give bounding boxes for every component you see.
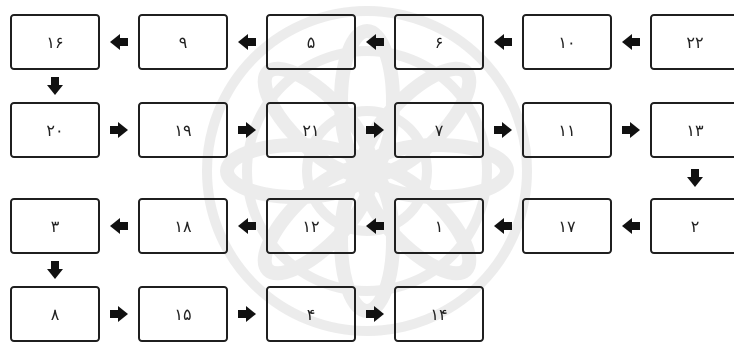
connector-arrow xyxy=(109,216,129,236)
connector-arrow-down xyxy=(45,76,65,96)
flow-node: ۵ xyxy=(266,14,356,70)
flow-node: ۱۷ xyxy=(522,198,612,254)
connector-arrow-down xyxy=(685,168,705,188)
flow-node: ۱۸ xyxy=(138,198,228,254)
connector-arrow xyxy=(493,216,513,236)
connector-arrow xyxy=(237,304,257,324)
flow-node: ۹ xyxy=(138,14,228,70)
flow-node: ۱۳ xyxy=(650,102,734,158)
flow-node: ۲ xyxy=(650,198,734,254)
connector-arrow xyxy=(621,216,641,236)
flow-node: ۱۴ xyxy=(394,286,484,342)
flow-node: ۶ xyxy=(394,14,484,70)
flow-node: ۱۵ xyxy=(138,286,228,342)
connector-arrow xyxy=(621,120,641,140)
flow-node: ۱۱ xyxy=(522,102,612,158)
connector-arrow xyxy=(109,32,129,52)
connector-arrow xyxy=(621,32,641,52)
flow-node: ۱۹ xyxy=(138,102,228,158)
flow-node: ۲۲ xyxy=(650,14,734,70)
flow-node: ۳ xyxy=(10,198,100,254)
flow-node: ۱۰ xyxy=(522,14,612,70)
connector-arrow xyxy=(493,120,513,140)
connector-arrow-down xyxy=(45,260,65,280)
connector-arrow xyxy=(365,120,385,140)
connector-arrow xyxy=(493,32,513,52)
flow-node: ۱۲ xyxy=(266,198,356,254)
connector-arrow xyxy=(365,304,385,324)
flow-node: ۸ xyxy=(10,286,100,342)
flow-node: ۷ xyxy=(394,102,484,158)
connector-arrow xyxy=(365,216,385,236)
connector-arrow xyxy=(237,32,257,52)
flow-node: ۲۱ xyxy=(266,102,356,158)
connector-arrow xyxy=(365,32,385,52)
connector-arrow xyxy=(109,120,129,140)
flow-node: ۴ xyxy=(266,286,356,342)
flow-node: ۱ xyxy=(394,198,484,254)
connector-arrow xyxy=(237,216,257,236)
flow-node: ۲۰ xyxy=(10,102,100,158)
flow-node: ۱۶ xyxy=(10,14,100,70)
connector-arrow xyxy=(109,304,129,324)
connector-arrow xyxy=(237,120,257,140)
